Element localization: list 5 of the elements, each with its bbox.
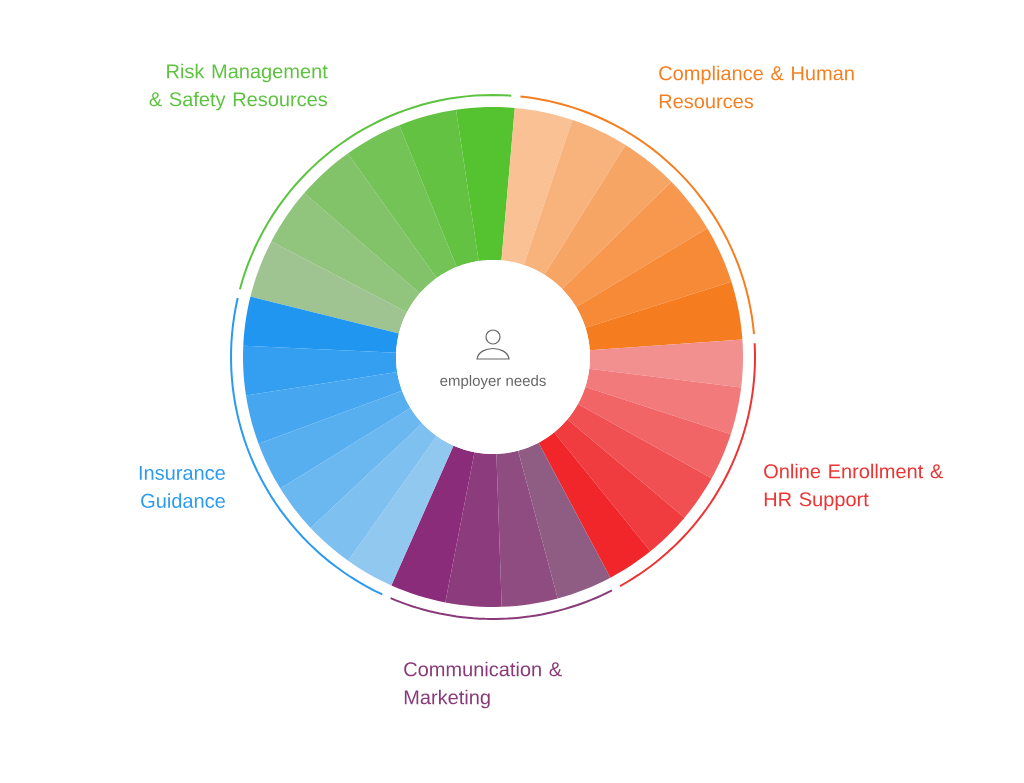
- group-label: Communication & Marketing: [404, 661, 562, 709]
- group-label: Insurance Guidance: [139, 466, 225, 508]
- group-label: Risk Management & Safety Resources: [149, 63, 328, 111]
- group-label: Compliance & Human Resources: [659, 65, 854, 109]
- group-label: Online Enrollment & HR Support: [764, 463, 943, 511]
